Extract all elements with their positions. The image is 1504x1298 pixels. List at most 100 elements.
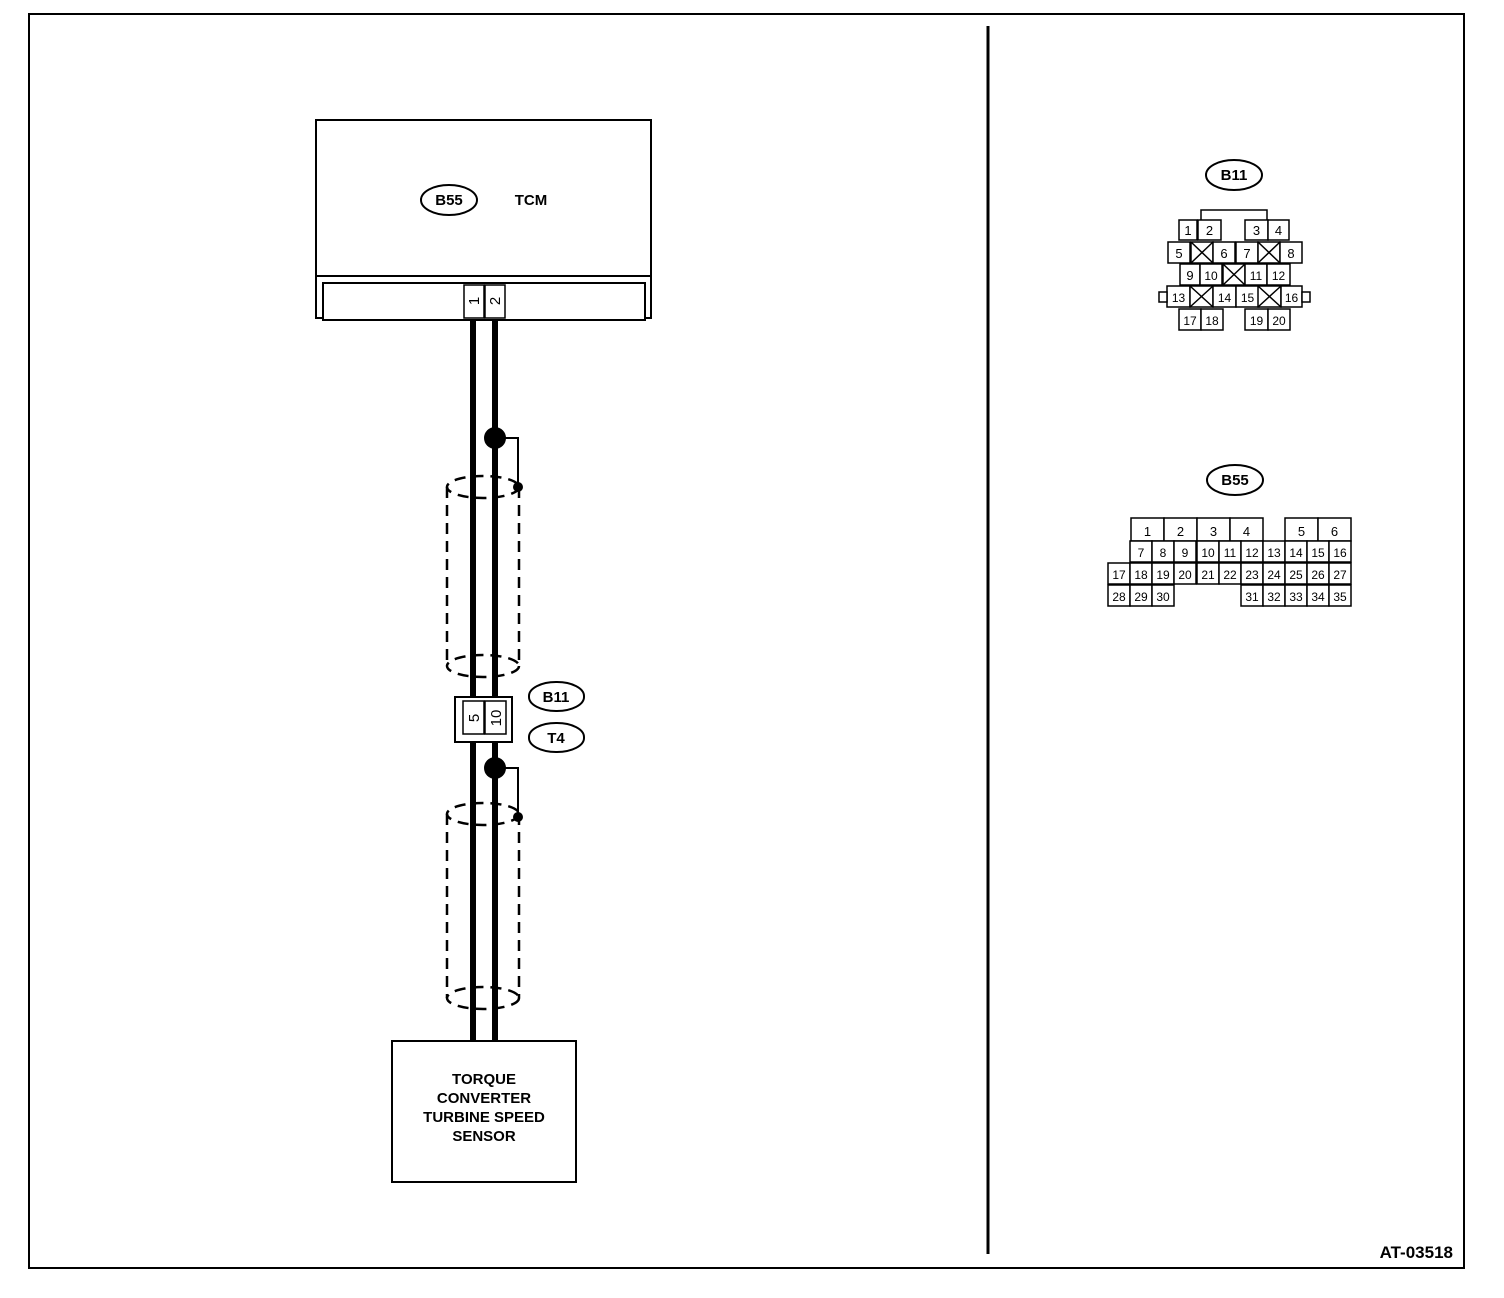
- pin-cell: [1328, 540, 1352, 563]
- pin-cell: [1173, 562, 1197, 585]
- pin-cell: [1212, 241, 1236, 264]
- pin-number: 1: [1144, 524, 1151, 539]
- pin-number: 30: [1156, 590, 1170, 604]
- pin-number: 6: [1220, 246, 1227, 261]
- shield-upper-top-ring: [445, 474, 521, 500]
- pin-number: 33: [1289, 590, 1303, 604]
- pin-cell: [1199, 263, 1223, 286]
- shield-lower-top-ring: [445, 801, 521, 827]
- sensor-label-line-4: SENSOR: [452, 1128, 516, 1145]
- b55-face-label: B55: [1221, 472, 1249, 489]
- joint-pin-5: 5: [466, 714, 483, 722]
- pin-cell: [1173, 540, 1197, 563]
- pin-number: 4: [1243, 524, 1250, 539]
- pin-number: 24: [1267, 568, 1281, 582]
- pin-number: 5: [1175, 246, 1182, 261]
- pin-number: 6: [1331, 524, 1338, 539]
- pin-number: 2: [1177, 524, 1184, 539]
- b11-face-lock: [1200, 209, 1268, 221]
- tcm-pin-cell-2: [484, 284, 506, 319]
- pin-number: 13: [1267, 546, 1281, 560]
- pin-number: 9: [1186, 268, 1193, 283]
- blocked-cavity-mark: [1257, 285, 1282, 308]
- pin-number: 29: [1134, 590, 1148, 604]
- blocked-cavity-mark: [1189, 285, 1214, 308]
- pin-number: 21: [1201, 568, 1215, 582]
- tcm-unit: B55 TCM 1 2: [315, 119, 652, 321]
- sensor-box: [391, 1040, 577, 1183]
- pin-number: 14: [1218, 291, 1232, 305]
- pin-cell: [1279, 241, 1303, 264]
- tcm-connector-label: B55: [435, 192, 463, 209]
- sensor-label-line-2: CONVERTER: [437, 1090, 531, 1107]
- pin-number: 27: [1333, 568, 1347, 582]
- pin-number: 7: [1138, 546, 1145, 560]
- pin-number: 5: [1298, 524, 1305, 539]
- pin-number: 15: [1241, 291, 1255, 305]
- joint-connector: 5 10 B11 T4: [454, 681, 585, 753]
- b11-face-label-oval: [1205, 159, 1263, 191]
- pin-number: 12: [1272, 269, 1286, 283]
- pin-number: 1: [1184, 223, 1191, 238]
- pin-cell: [1328, 562, 1352, 585]
- shield-drain-lower: [495, 767, 519, 816]
- joint-label-t4: T4: [547, 730, 565, 747]
- blocked-cavity-mark: [1257, 241, 1281, 264]
- pin-number: 2: [1206, 223, 1213, 238]
- pin-cell: [1178, 219, 1198, 241]
- pin-cell: [1267, 219, 1290, 241]
- pin-number: 17: [1183, 314, 1197, 328]
- pin-number: 19: [1250, 314, 1264, 328]
- pin-number: 12: [1245, 546, 1259, 560]
- b11-face-label: B11: [1221, 167, 1248, 184]
- pin-number: 28: [1112, 590, 1126, 604]
- joint-pin-10: 10: [488, 710, 505, 727]
- pin-number: 31: [1245, 590, 1259, 604]
- blocked-cavity-mark: [1222, 263, 1246, 286]
- shield-lower: [445, 801, 521, 1011]
- pin-number: 15: [1311, 546, 1325, 560]
- wire-harness-lower: [445, 742, 523, 1041]
- pin-number: 8: [1160, 546, 1167, 560]
- sensor-label-line-1: TORQUE: [452, 1071, 516, 1088]
- pin-number: 18: [1134, 568, 1148, 582]
- pin-number: 4: [1275, 223, 1282, 238]
- joint-label-b11: B11: [543, 689, 570, 706]
- pin-number: 35: [1333, 590, 1347, 604]
- turbine-speed-sensor: TORQUE CONVERTER TURBINE SPEED SENSOR: [391, 1040, 577, 1183]
- pin-number: 34: [1311, 590, 1325, 604]
- pin-number: 20: [1272, 314, 1286, 328]
- pin-number: 32: [1267, 590, 1281, 604]
- pin-number: 10: [1204, 269, 1218, 283]
- shield-upper: [445, 474, 521, 679]
- pin-number: 11: [1224, 546, 1237, 560]
- tcm-pin-cell-1: [463, 284, 485, 319]
- pin-cell: [1151, 584, 1175, 607]
- tcm-label: TCM: [515, 192, 548, 209]
- blocked-cavity-mark: [1190, 241, 1214, 264]
- pin-number: 14: [1289, 546, 1303, 560]
- pin-number: 9: [1182, 546, 1189, 560]
- pin-cell: [1197, 219, 1222, 241]
- shield-lower-bottom-ring: [445, 985, 521, 1011]
- pin-number: 17: [1112, 568, 1126, 582]
- pin-cell: [1200, 308, 1224, 331]
- pin-number: 8: [1287, 246, 1294, 261]
- tcm-pin-1: 1: [466, 297, 483, 305]
- pin-number: 16: [1285, 291, 1299, 305]
- pin-number: 7: [1243, 246, 1250, 261]
- tcm-connector-label-oval: [420, 184, 478, 216]
- joint-pin-cell-10: [484, 700, 507, 735]
- pin-number: 19: [1156, 568, 1170, 582]
- tcm-pin-2: 2: [487, 297, 504, 305]
- shield-drain-upper: [495, 437, 519, 486]
- pin-number: 23: [1245, 568, 1259, 582]
- pin-cell: [1266, 263, 1291, 286]
- pin-number: 10: [1201, 546, 1215, 560]
- joint-label-oval-b11: [528, 681, 585, 712]
- figure-code: AT-03518: [1380, 1243, 1453, 1262]
- pin-number: 3: [1253, 223, 1260, 238]
